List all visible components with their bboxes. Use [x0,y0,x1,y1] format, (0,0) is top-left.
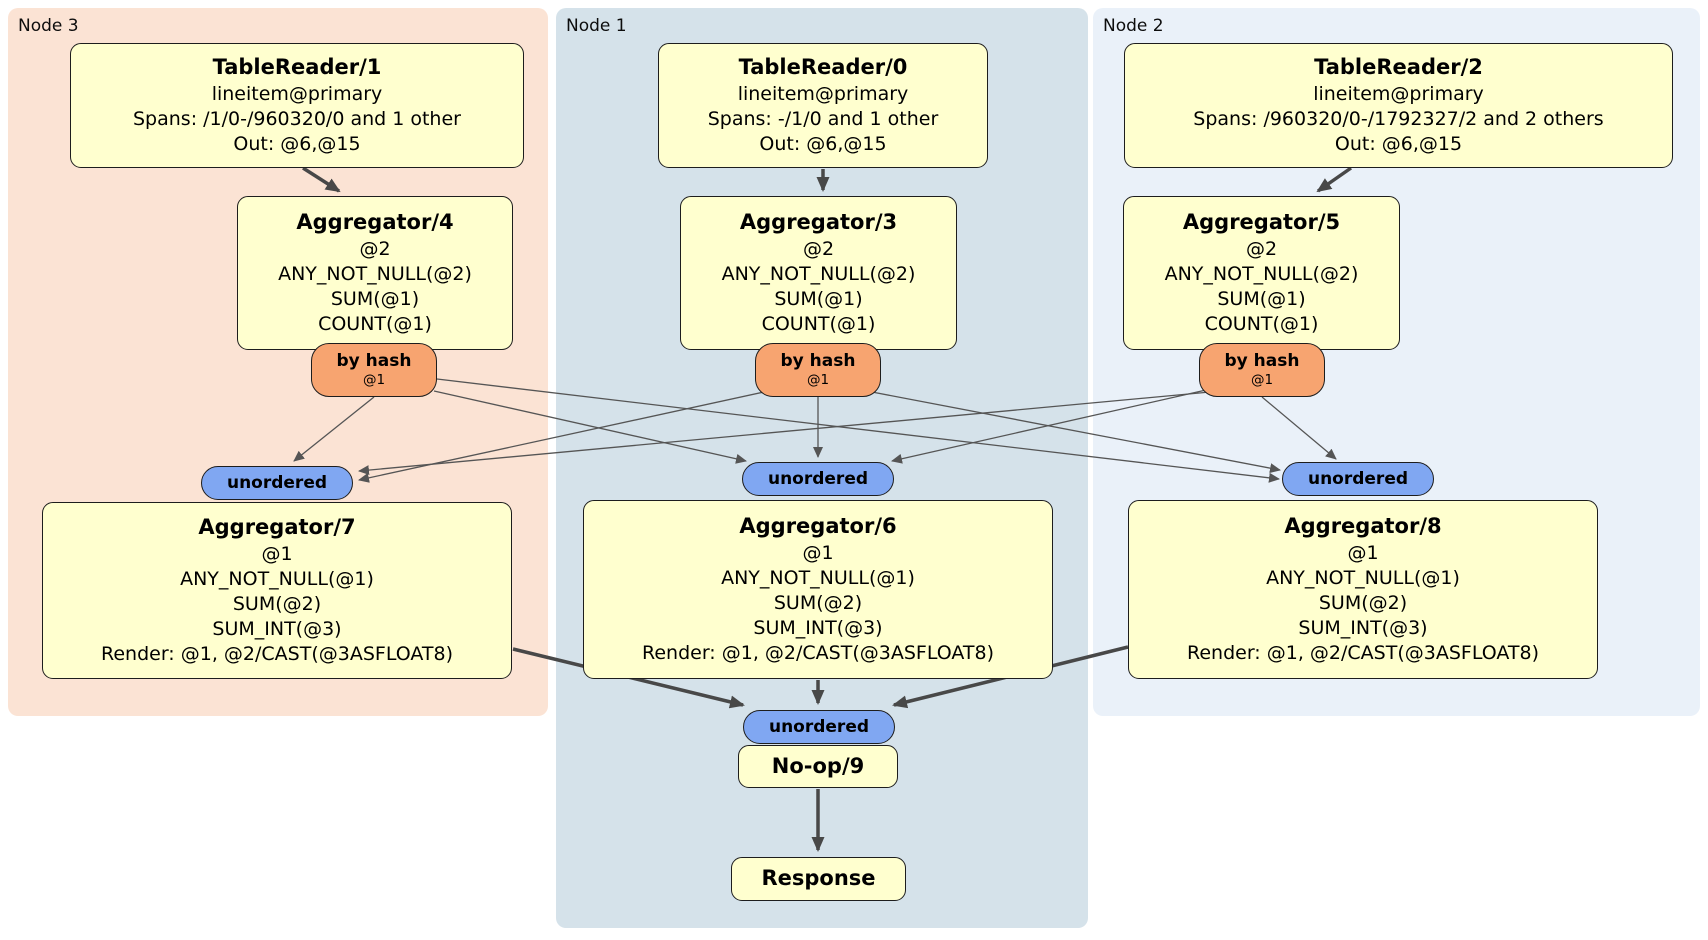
hash-router-3: by hash @1 [755,343,881,397]
node-line: Out: @6,@15 [1334,132,1463,155]
tablereader1-title: TableReader/1 [212,55,382,80]
hash-router-3-label: by hash [780,351,856,372]
tablereader1-box: TableReader/1 lineitem@primary Spans: /1… [70,43,524,168]
aggregator7-box: Aggregator/7 @1 ANY_NOT_NULL(@1) SUM(@2)… [42,502,512,679]
node-line: Render: @1, @2/CAST(@3ASFLOAT8) [642,641,994,664]
node-line: SUM(@1) [1217,287,1306,310]
node-line: SUM(@1) [330,287,420,310]
node-line: lineitem@primary [1313,83,1484,106]
tablereader2-box: TableReader/2 lineitem@primary Spans: /9… [1124,43,1673,168]
node-line: Out: @6,@15 [759,132,887,155]
node2-region-label: Node 2 [1103,16,1164,36]
node-line: ANY_NOT_NULL(@2) [721,262,916,285]
aggregator6-box: Aggregator/6 @1 ANY_NOT_NULL(@1) SUM(@2)… [583,500,1053,679]
node-line: ANY_NOT_NULL(@1) [180,568,374,591]
node-line: SUM(@2) [1318,591,1408,614]
node-line: Spans: /1/0-/960320/0 and 1 other [133,107,461,130]
aggregator7-title: Aggregator/7 [198,515,356,540]
node-line: SUM(@2) [773,591,863,614]
noop9-title: No-op/9 [771,753,865,778]
hash-router-4: by hash @1 [311,343,437,397]
node-line: Render: @1, @2/CAST(@3ASFLOAT8) [1187,641,1539,664]
unordered-stream-7: unordered [201,466,353,500]
node-line: @1 [1347,542,1379,565]
node3-region-label: Node 3 [18,16,79,36]
aggregator8-box: Aggregator/8 @1 ANY_NOT_NULL(@1) SUM(@2)… [1128,500,1598,679]
hash-router-4-label: by hash [336,351,412,372]
node-line: SUM_INT(@3) [212,617,342,640]
node-line: COUNT(@1) [761,312,876,335]
node-line: Render: @1, @2/CAST(@3ASFLOAT8) [101,642,453,665]
aggregator5-box: Aggregator/5 @2 ANY_NOT_NULL(@2) SUM(@1)… [1123,196,1400,350]
hash-router-5: by hash @1 [1199,343,1325,397]
unordered-stream-6: unordered [742,462,894,496]
unordered-stream-7-label: unordered [226,473,328,493]
node-line: ANY_NOT_NULL(@2) [278,262,472,285]
response-box: Response [731,857,906,901]
node-line: COUNT(@1) [318,312,432,335]
node-line: ANY_NOT_NULL(@1) [721,567,915,590]
hash-router-5-detail: @1 [1250,371,1274,388]
aggregator4-box: Aggregator/4 @2 ANY_NOT_NULL(@2) SUM(@1)… [237,196,513,350]
node-line: ANY_NOT_NULL(@1) [1266,567,1460,590]
node-line: @2 [802,238,835,261]
node-line: SUM(@2) [232,592,322,615]
aggregator4-title: Aggregator/4 [296,210,454,235]
node-line: @1 [261,543,293,566]
node-line: COUNT(@1) [1204,312,1319,335]
unordered-stream-9: unordered [743,710,895,744]
hash-router-3-detail: @1 [806,371,830,388]
hash-router-5-label: by hash [1224,351,1300,372]
response-title: Response [761,866,876,891]
node-line: Out: @6,@15 [233,132,361,155]
node-line: ANY_NOT_NULL(@2) [1164,262,1359,285]
aggregator5-title: Aggregator/5 [1182,210,1341,235]
tablereader0-box: TableReader/0 lineitem@primary Spans: -/… [658,43,988,168]
hash-router-4-detail: @1 [362,371,386,388]
unordered-stream-9-label: unordered [768,717,870,737]
node-line: SUM_INT(@3) [1298,616,1428,639]
node-line: Spans: -/1/0 and 1 other [707,107,939,130]
node-line: SUM(@1) [774,287,863,310]
tablereader0-title: TableReader/0 [738,55,908,80]
node1-region-label: Node 1 [566,16,627,36]
node-line: Spans: /960320/0-/1792327/2 and 2 others [1193,107,1604,130]
aggregator8-title: Aggregator/8 [1284,514,1442,539]
unordered-stream-8: unordered [1282,462,1434,496]
aggregator3-title: Aggregator/3 [739,210,898,235]
unordered-stream-8-label: unordered [1307,469,1409,489]
node-line: lineitem@primary [211,83,383,106]
node-line: lineitem@primary [737,83,909,106]
node-line: @2 [1245,238,1278,261]
aggregator3-box: Aggregator/3 @2 ANY_NOT_NULL(@2) SUM(@1)… [680,196,957,350]
aggregator6-title: Aggregator/6 [739,514,897,539]
node-line: SUM_INT(@3) [753,616,883,639]
node-line: @2 [359,238,391,261]
tablereader2-title: TableReader/2 [1314,55,1483,80]
noop9-box: No-op/9 [738,745,898,788]
node-line: @1 [802,542,834,565]
unordered-stream-6-label: unordered [767,469,869,489]
